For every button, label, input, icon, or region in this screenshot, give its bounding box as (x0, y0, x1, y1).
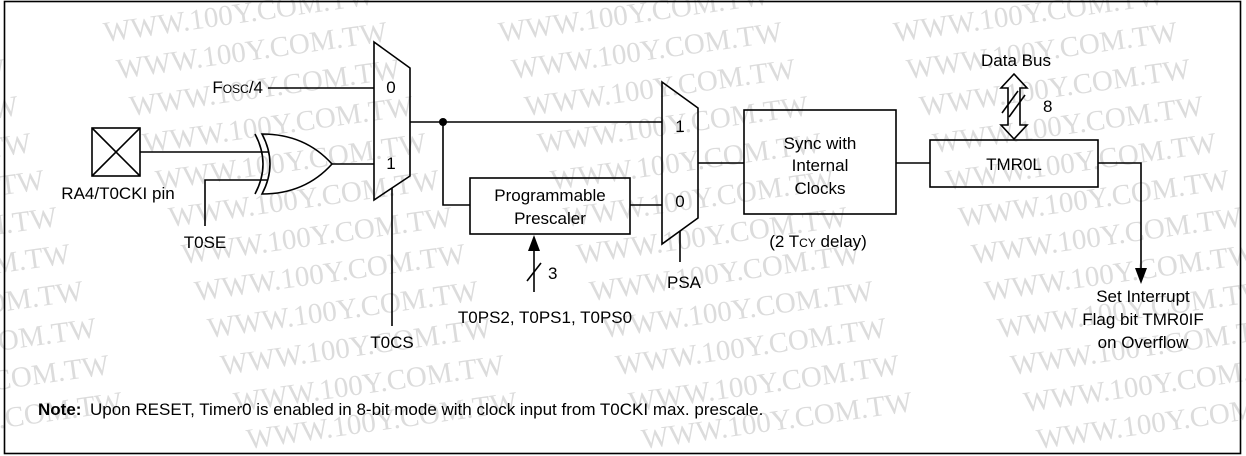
sync-block (743, 109, 897, 215)
prescaler-select-bits-label: T0PS2, T0PS1, T0PS0 (458, 308, 632, 327)
sync-label-line2: Internal (792, 156, 849, 175)
xor-gate-icon (254, 133, 334, 195)
prescaler-bus-width: 3 (548, 264, 557, 283)
watermark-text: WWW.100Y.COM.TW (0, 386, 125, 456)
data-bus-width: 8 (1043, 97, 1052, 116)
data-bus-label: Data Bus (981, 51, 1051, 70)
figure-border (3, 0, 1242, 455)
prescaler-input-wire (442, 122, 470, 206)
interrupt-label-line2: Flag bit TMR0IF (1082, 310, 1204, 329)
prescaler-block (469, 177, 631, 235)
pin-icon (91, 127, 141, 177)
overflow-arrow-icon (1135, 268, 1147, 284)
t0cs-label: T0CS (370, 333, 413, 352)
note-text: Upon RESET, Timer0 is enabled in 8-bit m… (90, 400, 763, 419)
psa-mux-input-1: 1 (675, 117, 684, 136)
sync-label-line3: Clocks (794, 179, 845, 198)
bus-slash-icon (526, 262, 542, 282)
psa-mux-input-0: 0 (675, 192, 684, 211)
pin-label: RA4/T0CKI pin (61, 184, 174, 203)
fosc-label: FOSC/4 (212, 78, 263, 97)
tmr0l-label: TMR0L (986, 155, 1042, 174)
interrupt-label-line1: Set Interrupt (1096, 287, 1190, 306)
psa-mux (661, 80, 699, 246)
prescaler-label-line1: Programmable (494, 186, 606, 205)
psa-label: PSA (667, 273, 702, 292)
clock-mux-input-0: 0 (386, 78, 395, 97)
data-bus-arrow-icon (999, 72, 1029, 141)
overflow-wire (1098, 162, 1142, 270)
clock-source-mux (373, 40, 411, 202)
data-bus-slash-icon (1001, 90, 1026, 118)
note-label: Note: (38, 400, 81, 419)
prescaler-label-line2: Prescaler (514, 209, 586, 228)
sync-delay-label: (2 TCY delay) (769, 232, 867, 251)
prescaler-select-arrow-icon (528, 235, 540, 251)
t0se-wire (204, 179, 268, 226)
interrupt-label-line3: on Overflow (1098, 333, 1189, 352)
sync-label-line1: Sync with (784, 134, 857, 153)
clock-mux-input-1: 1 (386, 154, 395, 173)
t0se-label: T0SE (184, 233, 227, 252)
